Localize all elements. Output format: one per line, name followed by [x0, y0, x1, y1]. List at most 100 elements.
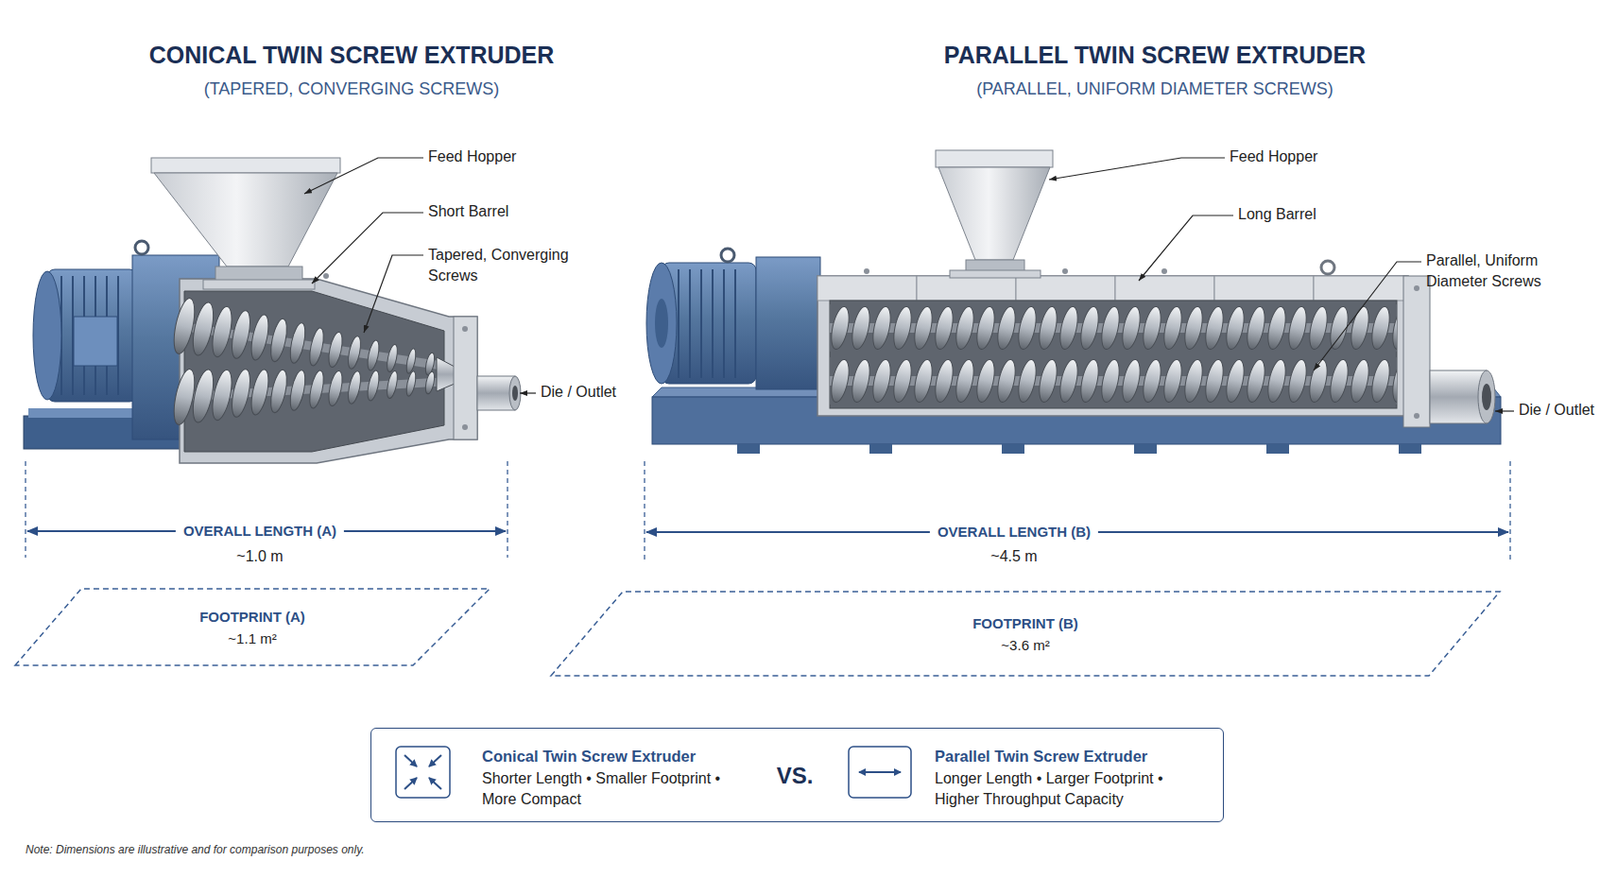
- parallel-extruder: [646, 150, 1501, 454]
- leader-line: [519, 392, 536, 394]
- leader-line: [304, 157, 424, 194]
- conical-extruder: [267, 368, 290, 414]
- leader-line: [1138, 215, 1234, 281]
- footprint-outline: [15, 588, 490, 666]
- sub-heading: (TAPERED, CONVERGING SCREWS): [204, 79, 500, 100]
- footprint-outline: [550, 591, 1500, 676]
- parallel-extruder: [721, 248, 735, 262]
- parallel-extruder: [756, 257, 821, 390]
- conical-extruder: [228, 309, 254, 361]
- parallel-extruder: [1321, 260, 1335, 275]
- conical-extruder: [203, 279, 315, 290]
- footprint-text: FOOTPRINT (B)~3.6 m²: [550, 591, 1500, 676]
- parallel-extruder: [935, 150, 1053, 168]
- conical-extruder: [404, 370, 417, 397]
- parallel-extruder: [677, 269, 680, 379]
- parallel-extruder: [829, 357, 1397, 405]
- conical-extruder: [170, 296, 436, 427]
- conical-extruder: [208, 305, 236, 360]
- footprint-outline: [550, 591, 1500, 676]
- parallel-extruder: [737, 444, 760, 454]
- conical-extruder: [326, 330, 345, 368]
- dimension-value: ~4.5 m: [990, 548, 1037, 566]
- compact-icon: [404, 755, 417, 767]
- conical-extruder: [323, 273, 329, 279]
- footprint-area: FOOTPRINT (A)~1.1 m²: [15, 588, 490, 666]
- parallel-extruder: [700, 269, 703, 379]
- dimension-line: [1509, 461, 1511, 560]
- leader-line: [1049, 157, 1225, 180]
- compact-icon: [429, 777, 442, 790]
- entry-text: Parallel Twin Screw ExtruderLonger Lengt…: [934, 745, 1200, 810]
- conical-extruder: [179, 278, 478, 464]
- parallel-extruder: [1062, 268, 1068, 275]
- conical-extruder: [248, 367, 273, 416]
- parallel-extruder: [711, 269, 714, 379]
- part-label: Long Barrel: [1238, 206, 1317, 224]
- leader-line: [1313, 261, 1422, 371]
- compact-icon: [404, 755, 442, 790]
- leader-line: [304, 157, 1514, 412]
- parallel-extruder: [1214, 275, 1314, 301]
- compact-icon: [429, 755, 442, 767]
- conical-extruder: [287, 321, 309, 364]
- conical-extruder: [208, 368, 236, 423]
- conical-extruder: [61, 275, 119, 396]
- compact-icon: [404, 777, 417, 790]
- dimension-label: OVERALL LENGTH (A): [175, 522, 345, 539]
- footprint-text: FOOTPRINT (A)~1.1 m²: [15, 588, 490, 666]
- conical-extruder: [307, 369, 327, 410]
- part-label: Short Barrel: [428, 203, 509, 221]
- part-label: Parallel, Uniform Diameter Screws: [1426, 250, 1559, 293]
- conical-extruder: [345, 335, 363, 371]
- parallel-extruder: [817, 275, 917, 301]
- conical-extruder: [184, 291, 445, 452]
- conical-extruder: [365, 339, 382, 372]
- parallel-extruder: [1134, 444, 1157, 454]
- parallel-extruder: [678, 269, 736, 379]
- parallel-extruder: [722, 269, 725, 379]
- parallel-extruder: [1478, 370, 1496, 424]
- footprint-area: FOOTPRINT (B)~3.6 m²: [550, 591, 1500, 676]
- dimension-value: ~1.0 m: [236, 548, 283, 566]
- part-label: Feed Hopper: [428, 148, 517, 166]
- comparison-entry: Parallel Twin Screw ExtruderLonger Lengt…: [849, 745, 1209, 809]
- conical-extruder: [424, 370, 437, 395]
- parallel-extruder: [1398, 444, 1422, 454]
- parallel-extruder: [1015, 275, 1116, 301]
- conical-extruder: [365, 369, 382, 402]
- comparison-entry: Conical Twin Screw ExtruderShorter Lengt…: [396, 745, 757, 809]
- entry-title: Conical Twin Screw Extruder: [481, 745, 747, 767]
- conical-extruder: [23, 157, 521, 464]
- parallel-extruder: [654, 298, 669, 348]
- main-heading: CONICAL TWIN SCREW EXTRUDER: [149, 41, 555, 69]
- parallel-extruder: [817, 275, 1409, 301]
- conical-extruder: [345, 370, 363, 406]
- part-label: Feed Hopper: [1229, 148, 1318, 166]
- conical-extruder: [462, 424, 468, 431]
- conical-extruder: [385, 370, 400, 400]
- conical-extruder: [151, 157, 341, 173]
- parallel-extruder: [916, 275, 1016, 301]
- parallel-extruder: [829, 304, 1397, 352]
- versus-text: VS.: [776, 762, 814, 790]
- entry-text: Conical Twin Screw ExtruderShorter Lengt…: [481, 745, 747, 810]
- dimension-line: [25, 461, 1511, 560]
- dimension-line: [643, 461, 645, 560]
- dimension-label: OVERALL LENGTH (B): [929, 523, 1099, 540]
- footprint-outline: [15, 588, 490, 666]
- footprint-value: ~3.6 m²: [1000, 636, 1050, 654]
- comparison-box: VS. Conical Twin Screw ExtruderShorter Le…: [370, 727, 1224, 823]
- length-icon: [859, 771, 901, 774]
- dimension-line: [25, 461, 1511, 560]
- conical-extruder: [512, 385, 518, 401]
- parallel-extruder: [829, 300, 1397, 409]
- conical-extruder: [453, 316, 478, 440]
- length-icon: [848, 746, 912, 798]
- conical-extruder: [228, 367, 254, 419]
- entry-title: Parallel Twin Screw Extruder: [934, 745, 1200, 767]
- part-label: Die / Outlet: [1518, 401, 1595, 419]
- conical-extruder: [404, 347, 417, 375]
